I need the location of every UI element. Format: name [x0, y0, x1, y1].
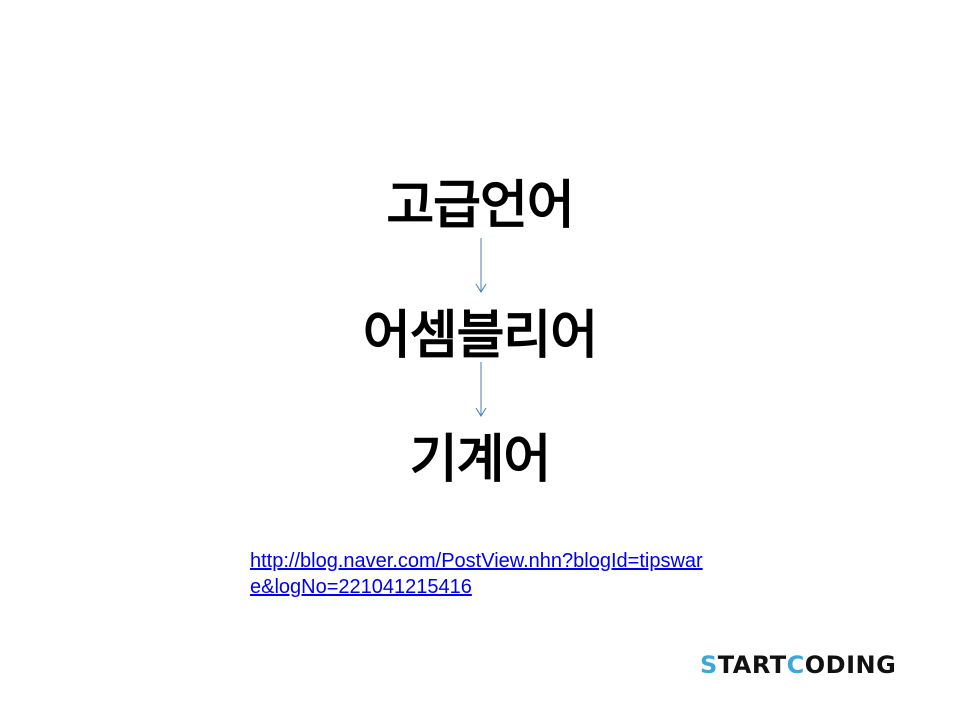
startcoding-logo: STARTCODING: [700, 650, 896, 680]
source-link[interactable]: http://blog.naver.com/PostView.nhn?blogI…: [250, 550, 703, 598]
arrow-down-icon: [475, 362, 487, 417]
arrow-down-icon: [475, 238, 487, 293]
logo-text-oding: ODING: [804, 651, 897, 679]
high-level-language-label: 고급언어: [386, 176, 574, 236]
logo-text-tart: TART: [717, 651, 787, 679]
assembly-language-label: 어셈블리어: [362, 306, 598, 366]
machine-language-label: 기계어: [409, 430, 552, 490]
logo-letter-c: C: [786, 651, 805, 679]
logo-letter-s: S: [700, 651, 718, 679]
